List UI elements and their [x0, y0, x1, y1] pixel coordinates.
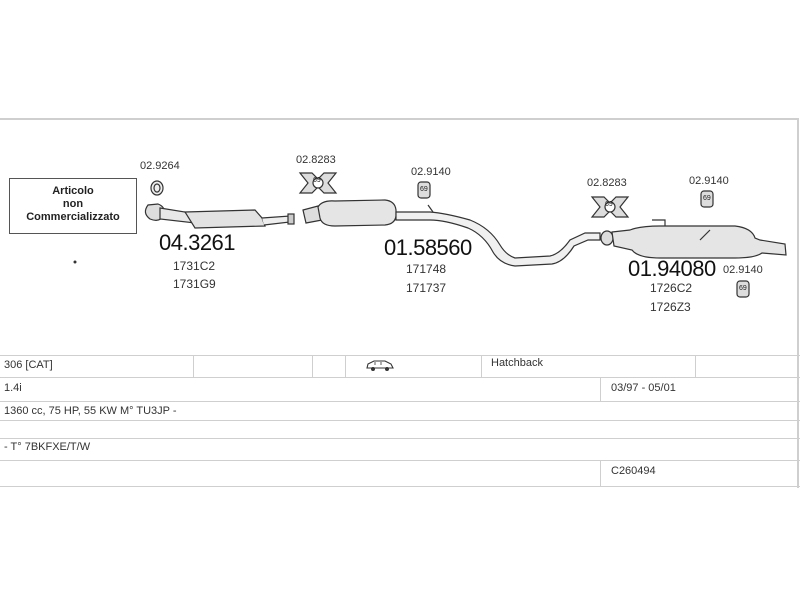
seal-badge: 69 [313, 177, 321, 184]
chassis-code: - T° 7BKFXE/T/W [4, 441, 91, 453]
grid-divider [193, 355, 194, 377]
grid-line [0, 460, 800, 461]
seal-badge: 69 [605, 201, 613, 208]
part-code-mount[interactable]: 02.9140 [723, 264, 763, 276]
front-pipe-code[interactable]: 04.3261 [159, 230, 236, 255]
body-type: Hatchback [491, 357, 543, 369]
engine-specs: 1360 cc, 75 HP, 55 KW M° TU3JP - [4, 405, 177, 417]
engine-size: 1.4i [4, 382, 22, 394]
rear-silencer-ref: 1726Z3 [650, 300, 691, 314]
front-pipe-ref: 1731C2 [173, 259, 216, 273]
production-period: 03/97 - 05/01 [611, 382, 676, 394]
grid-divider [600, 377, 601, 401]
mount-drawing-1 [417, 181, 431, 199]
seal-drawing-2 [590, 196, 630, 218]
note-line: Commercializzato [26, 211, 120, 223]
vehicle-model: 306 [CAT] [4, 359, 53, 371]
grid-divider [481, 355, 482, 377]
mount-badge: 69 [739, 285, 747, 292]
grid-divider [695, 355, 696, 377]
clamp-drawing [150, 180, 164, 196]
car-icon [365, 358, 395, 375]
part-code-seal[interactable]: 02.8283 [296, 154, 336, 166]
mount-badge: 69 [703, 195, 711, 202]
rear-silencer-drawing [600, 219, 787, 259]
grid-divider [345, 355, 346, 377]
grid-line [0, 401, 800, 402]
not-sold-note: Articolo non Commercializzato [9, 178, 137, 234]
part-code-mount[interactable]: 02.9140 [689, 175, 729, 187]
exhaust-system-diagram [73, 172, 787, 298]
mount-drawing-3 [736, 280, 750, 298]
rear-silencer-code[interactable]: 01.94080 [628, 256, 716, 281]
middle-silencer-ref: 171748 [406, 262, 447, 276]
grid-line [0, 377, 800, 378]
drawing-frame [0, 118, 799, 488]
middle-silencer-code[interactable]: 01.58560 [384, 235, 472, 260]
front-pipe-drawing [144, 203, 295, 229]
mount-badge: 69 [420, 186, 428, 193]
part-code-seal[interactable]: 02.8283 [587, 177, 627, 189]
part-code-clamp[interactable]: 02.9264 [140, 160, 180, 172]
part-code-mount[interactable]: 02.9140 [411, 166, 451, 178]
note-line: non [62, 198, 84, 210]
note-line: Articolo [52, 185, 94, 197]
grid-line [0, 355, 800, 356]
seal-drawing-1 [298, 172, 338, 194]
grid-line [0, 438, 800, 439]
mount-drawing-2 [700, 190, 714, 208]
grid-line [0, 486, 800, 487]
reference-code[interactable]: C260494 [611, 465, 656, 477]
middle-silencer-drawing [302, 199, 601, 267]
front-pipe-ref: 1731G9 [173, 277, 216, 291]
grid-divider [600, 460, 601, 486]
grid-line [0, 420, 800, 421]
rear-silencer-ref: 1726C2 [650, 281, 693, 295]
middle-silencer-ref: 171737 [406, 281, 447, 295]
grid-divider [312, 355, 313, 377]
